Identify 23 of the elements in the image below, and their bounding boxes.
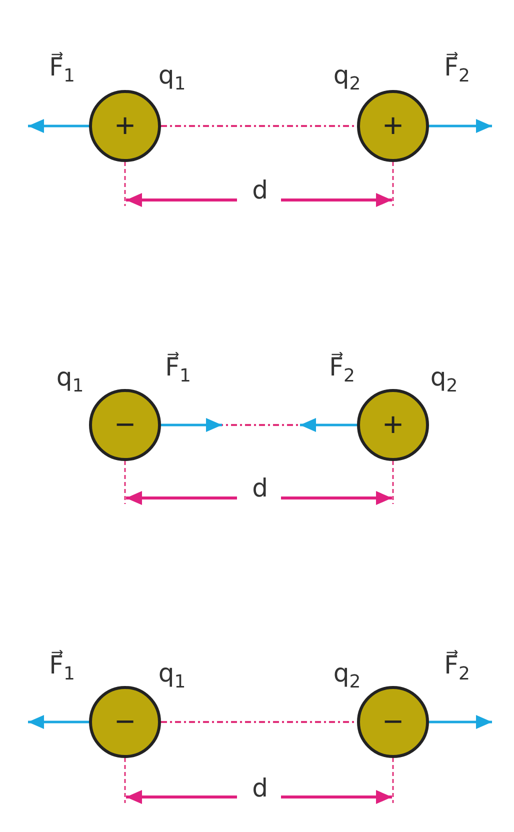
symbol-label: q$_{1}$	[158, 62, 186, 94]
charge-sign: +	[383, 408, 403, 442]
symbol-label: F⃗$_{2}$	[444, 54, 470, 86]
symbol-label: d	[252, 178, 268, 202]
charge-sign: −	[115, 705, 135, 739]
connector-line	[161, 125, 357, 127]
symbol-label: F⃗$_{1}$	[49, 652, 75, 684]
charge-sign: +	[115, 109, 135, 143]
symbol-label: F⃗$_{1}$	[49, 54, 75, 86]
symbol-label: q$_{1}$	[56, 364, 84, 396]
connector-line	[161, 721, 357, 723]
symbol-label: q$_{2}$	[333, 62, 361, 94]
charge-sign: −	[115, 408, 135, 442]
symbol-label: F⃗$_{1}$	[165, 354, 191, 386]
symbol-label: q$_{2}$	[333, 660, 361, 692]
charge-sign: −	[383, 705, 403, 739]
symbol-label: q$_{1}$	[158, 660, 186, 692]
symbol-label: d	[252, 476, 268, 500]
symbol-label: F⃗$_{2}$	[444, 652, 470, 684]
charge-sign: +	[383, 109, 403, 143]
symbol-label: q$_{2}$	[430, 364, 458, 396]
symbol-label: d	[252, 776, 268, 800]
symbol-label: F⃗$_{2}$	[329, 354, 355, 386]
